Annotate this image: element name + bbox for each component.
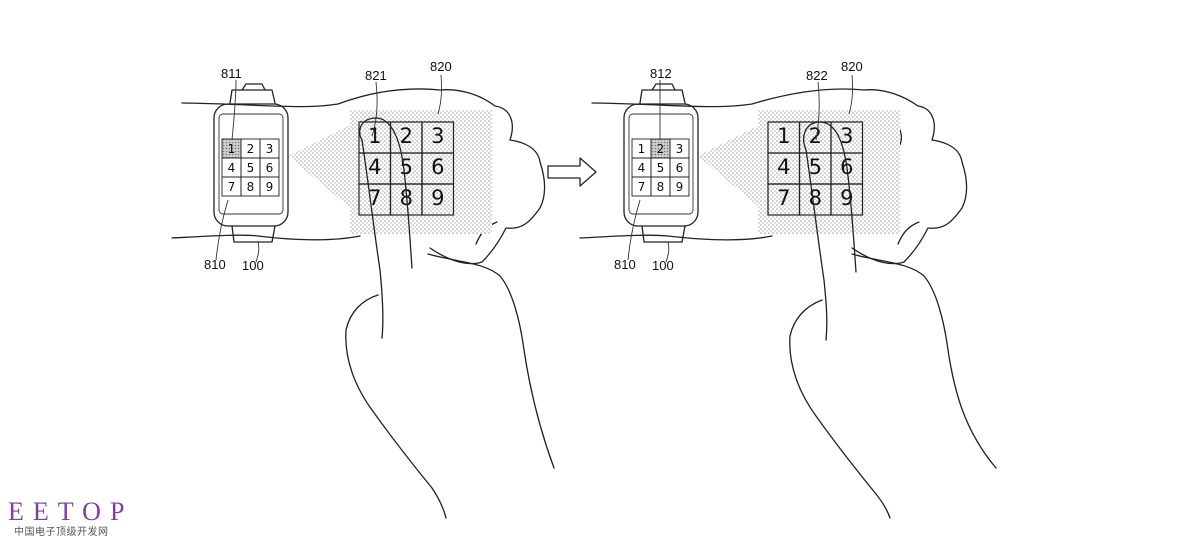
watermark-subtitle: 中国电子顶级开发网 xyxy=(14,527,109,538)
keypad-key-6: 6 xyxy=(266,161,274,175)
keypad-key-4: 4 xyxy=(638,161,646,175)
watermark-logo: EETOP 中国电子顶级开发网 xyxy=(8,498,133,540)
keypad-key-3: 3 xyxy=(840,124,853,148)
keypad-cell-9 xyxy=(421,183,455,216)
watermark-title: EETOP xyxy=(8,497,134,526)
ref-label-device: 100 xyxy=(242,258,264,273)
keypad-key-1: 1 xyxy=(638,142,646,156)
keypad-key-2: 2 xyxy=(809,124,822,148)
smartwatch-screen-frame xyxy=(218,113,284,215)
finger-outline xyxy=(803,121,857,273)
hand-outline xyxy=(789,299,891,519)
hand-outline xyxy=(345,294,447,519)
ref-label-touch-point: 822 xyxy=(806,68,828,83)
keypad-key-7: 7 xyxy=(638,180,646,194)
arm-outline xyxy=(181,88,546,265)
keypad-key-7: 7 xyxy=(228,180,236,194)
keypad-key-8: 8 xyxy=(247,180,255,194)
smartwatch-body xyxy=(623,103,699,227)
ref-label-indicator: 812 xyxy=(650,66,672,81)
keypad-key-3: 3 xyxy=(676,142,684,156)
keypad-key-7: 7 xyxy=(777,186,790,210)
keypad-key-1: 1 xyxy=(368,124,381,148)
keypad-key-8: 8 xyxy=(809,186,822,210)
smartwatch-body xyxy=(213,103,289,227)
keypad-key-6: 6 xyxy=(676,161,684,175)
keypad-cell-9 xyxy=(669,176,690,197)
projection-area xyxy=(758,110,900,234)
ref-label-touch-point: 821 xyxy=(365,68,387,83)
keypad-cell-9 xyxy=(259,176,280,197)
keypad-key-3: 3 xyxy=(431,124,444,148)
keypad-key-5: 5 xyxy=(247,161,255,175)
keypad-key-5: 5 xyxy=(400,155,413,179)
keypad-key-6: 6 xyxy=(431,155,444,179)
ref-label-indicator: 811 xyxy=(221,66,242,81)
right-arrow-icon xyxy=(547,157,597,187)
keypad-key-4: 4 xyxy=(228,161,236,175)
ref-label-projection: 820 xyxy=(841,59,863,74)
projection-beam xyxy=(288,120,360,216)
keypad-key-4: 4 xyxy=(368,155,381,179)
ref-label-display: 810 xyxy=(204,257,226,272)
keypad-key-5: 5 xyxy=(657,161,665,175)
keypad-key-2: 2 xyxy=(657,142,665,156)
ref-label-projection: 820 xyxy=(430,59,452,74)
ref-label-display: 810 xyxy=(614,257,636,272)
keypad-key-8: 8 xyxy=(657,180,665,194)
keypad-key-2: 2 xyxy=(400,124,413,148)
smartwatch-screen-frame xyxy=(628,113,694,215)
keypad-key-9: 9 xyxy=(431,186,444,210)
keypad-key-2: 2 xyxy=(247,142,255,156)
arm-lower-outline xyxy=(171,234,361,241)
keypad-key-1: 1 xyxy=(777,124,790,148)
keypad-key-4: 4 xyxy=(777,155,790,179)
keypad-key-5: 5 xyxy=(809,155,822,179)
projection-beam xyxy=(698,120,770,216)
keypad-key-3: 3 xyxy=(266,142,274,156)
keypad-cell-9 xyxy=(830,183,864,216)
finger-outline xyxy=(359,117,413,269)
ref-label-device: 100 xyxy=(652,258,674,273)
keypad-key-1: 1 xyxy=(228,142,236,156)
arm-outline xyxy=(591,88,968,265)
keypad-key-9: 9 xyxy=(676,180,684,194)
keypad-key-9: 9 xyxy=(266,180,274,194)
arm-lower-outline xyxy=(579,234,773,241)
